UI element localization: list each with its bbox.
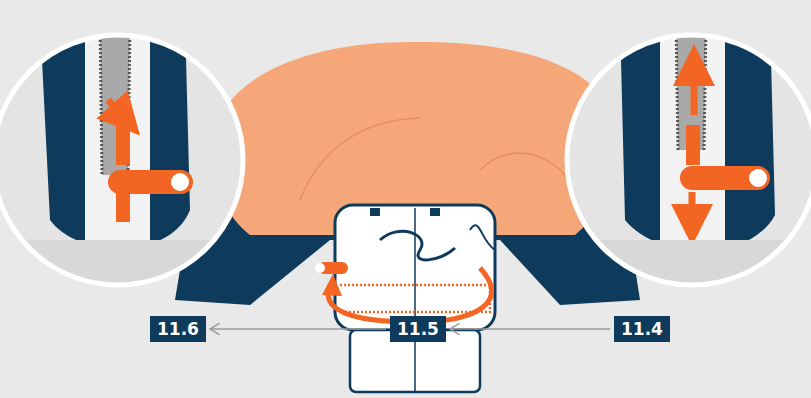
step-label: 11.6 xyxy=(157,319,199,339)
sequence-arrow xyxy=(210,328,386,330)
detail-circle-right xyxy=(560,20,811,290)
step-number: 11.5 xyxy=(390,316,446,342)
step-label: 11.4 xyxy=(621,319,663,339)
step-number: 11.6 xyxy=(150,316,206,342)
detail-circle-left xyxy=(0,20,250,290)
step-label: 11.5 xyxy=(397,319,439,339)
backpack-illustration xyxy=(175,42,640,392)
sequence-arrow xyxy=(450,328,610,330)
step-number: 11.4 xyxy=(614,316,670,342)
